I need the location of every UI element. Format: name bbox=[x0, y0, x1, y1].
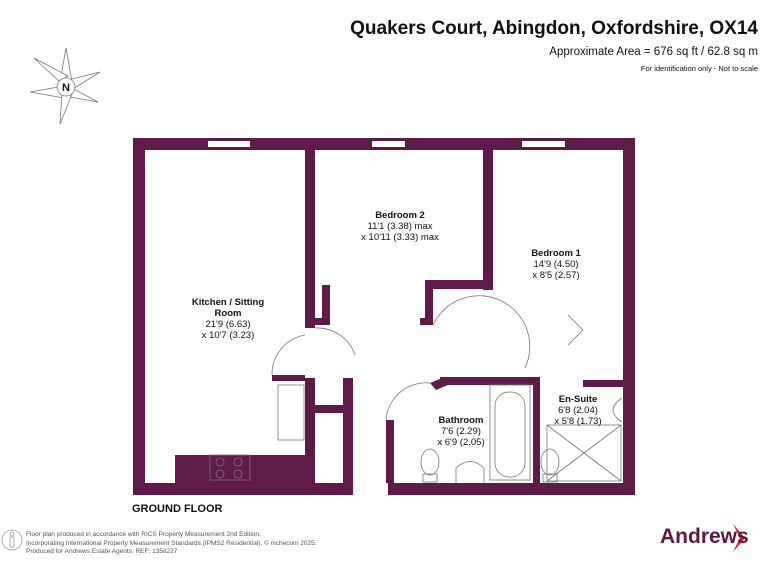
compass-north-label: N bbox=[62, 82, 70, 94]
floor-label: GROUND FLOOR bbox=[132, 503, 223, 515]
footer-line-2: Incorporating International Property Mea… bbox=[26, 539, 317, 547]
property-title: Quakers Court, Abingdon, Oxfordshire, OX… bbox=[350, 18, 758, 39]
walls bbox=[133, 138, 635, 495]
windows bbox=[208, 141, 565, 147]
andrews-logo: Andrews bbox=[660, 525, 749, 548]
person-icon bbox=[1, 529, 23, 551]
disclaimer: For identification only - Not to scale bbox=[640, 64, 758, 73]
andrews-chevron-icon bbox=[733, 524, 745, 552]
footer-line-1: Floor plan produced in accordance with R… bbox=[26, 531, 261, 538]
footer-notes: Floor plan produced in accordance with R… bbox=[26, 531, 317, 557]
approximate-area: Approximate Area = 676 sq ft / 62.8 sq m bbox=[549, 46, 758, 58]
footer-line-3: Produced for Andrews Estate Agents. REF:… bbox=[26, 548, 178, 555]
fittings bbox=[209, 295, 623, 483]
compass-icon: N bbox=[29, 47, 101, 125]
